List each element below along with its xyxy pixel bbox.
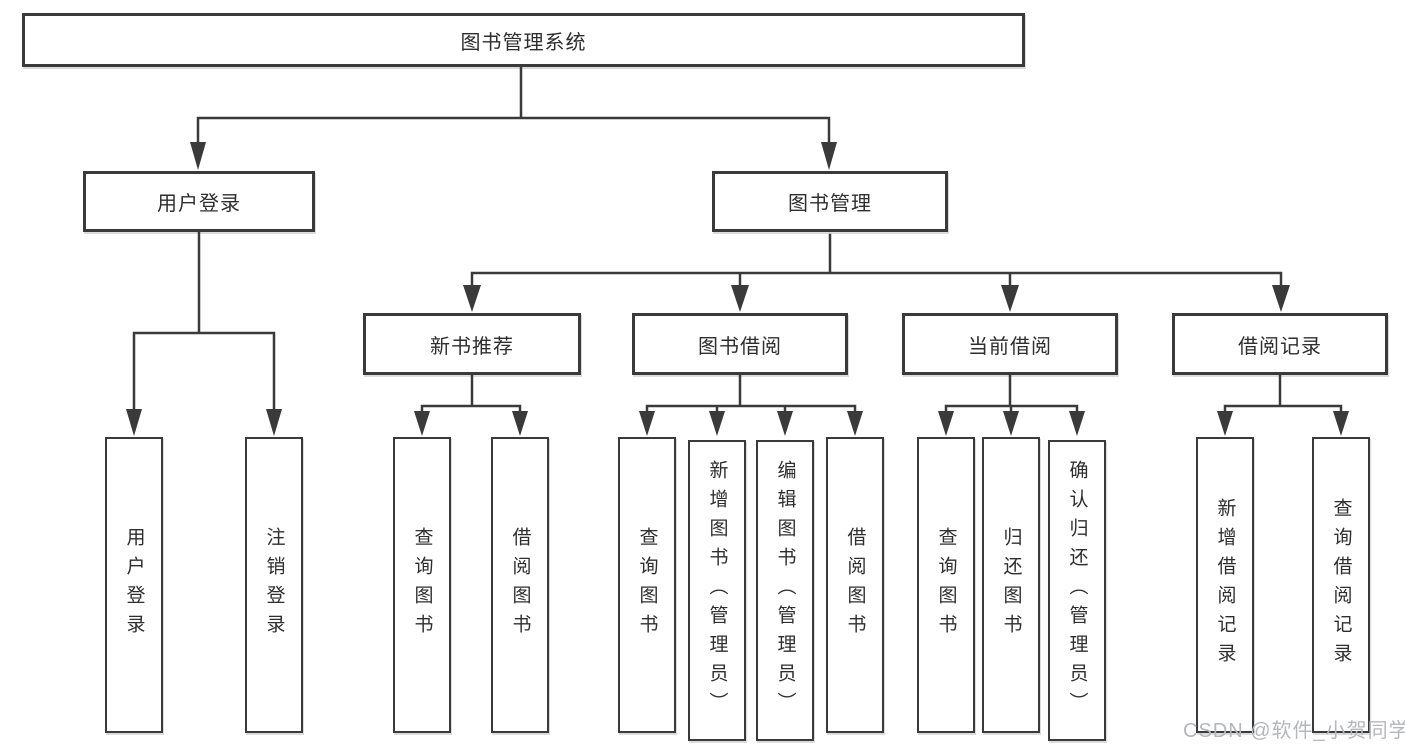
arrowhead-icon bbox=[1217, 411, 1233, 436]
leaf-edit-book-label: 编辑图书（管理员） bbox=[774, 460, 796, 721]
arrowhead-icon bbox=[1272, 285, 1290, 312]
arrowheads bbox=[126, 142, 1349, 436]
leaf-query-borrow-record-label: 查询借阅记录 bbox=[1330, 498, 1352, 672]
leaf-query-borrow-record: 查询借阅记录 bbox=[1312, 437, 1370, 733]
connector-new-book-children bbox=[420, 373, 522, 413]
leaf-confirm-return: 确认归还（管理员） bbox=[1048, 440, 1106, 741]
connector-root-to-level2 bbox=[196, 65, 831, 144]
leaf-add-book-label: 新增图书（管理员） bbox=[706, 460, 728, 721]
leaf-query-book-3: 查询图书 bbox=[917, 437, 975, 733]
node-book-borrow-label: 图书借阅 bbox=[698, 335, 782, 358]
leaf-borrow-book-1-label: 借阅图书 bbox=[509, 527, 531, 643]
node-new-book-recommend: 新书推荐 bbox=[363, 313, 581, 375]
arrowhead-icon bbox=[731, 285, 749, 312]
leaf-logout-label: 注销登录 bbox=[263, 527, 285, 643]
leaf-borrow-book-2: 借阅图书 bbox=[826, 437, 884, 733]
leaf-query-book-3-label: 查询图书 bbox=[935, 527, 957, 643]
node-book-borrow: 图书借阅 bbox=[632, 313, 848, 375]
leaf-add-borrow-record: 新增借阅记录 bbox=[1196, 437, 1254, 733]
leaf-borrow-book-2-label: 借阅图书 bbox=[844, 527, 866, 643]
connector-user-login-children bbox=[132, 230, 276, 411]
leaf-return-book: 归还图书 bbox=[982, 437, 1040, 733]
arrowhead-icon bbox=[463, 285, 481, 312]
arrowhead-icon bbox=[1333, 411, 1349, 436]
arrowhead-icon bbox=[190, 142, 206, 170]
leaf-query-book-2: 查询图书 bbox=[618, 437, 676, 733]
leaf-add-book: 新增图书（管理员） bbox=[688, 440, 746, 741]
connector-borrow-records-children bbox=[1223, 373, 1343, 413]
connector-current-borrow-children bbox=[944, 373, 1079, 413]
node-borrow-records-label: 借阅记录 bbox=[1238, 335, 1322, 358]
leaf-query-book-1: 查询图书 bbox=[393, 437, 451, 733]
leaf-user-login-label: 用户登录 bbox=[123, 527, 145, 643]
leaf-logout: 注销登录 bbox=[245, 437, 303, 733]
connector-book-management-children bbox=[470, 233, 1283, 287]
leaf-query-book-2-label: 查询图书 bbox=[636, 527, 658, 643]
node-current-borrow-label: 当前借阅 bbox=[968, 335, 1052, 358]
leaf-query-book-1-label: 查询图书 bbox=[411, 527, 433, 643]
arrowhead-icon bbox=[777, 411, 793, 436]
node-book-management-label: 图书管理 bbox=[788, 193, 872, 215]
leaf-confirm-return-label: 确认归还（管理员） bbox=[1066, 460, 1088, 721]
node-user-login-label: 用户登录 bbox=[157, 193, 241, 215]
node-borrow-records: 借阅记录 bbox=[1172, 313, 1388, 375]
node-user-login: 用户登录 bbox=[83, 171, 315, 232]
node-root: 图书管理系统 bbox=[22, 13, 1025, 67]
node-book-management: 图书管理 bbox=[712, 171, 948, 232]
arrowhead-icon bbox=[414, 411, 430, 436]
arrowhead-icon bbox=[709, 411, 725, 436]
leaf-user-login: 用户登录 bbox=[105, 437, 163, 733]
arrowhead-icon bbox=[639, 411, 655, 436]
arrowhead-icon bbox=[512, 411, 528, 436]
arrowhead-icon bbox=[266, 409, 282, 436]
arrowhead-icon bbox=[1001, 285, 1019, 312]
leaf-borrow-book-1: 借阅图书 bbox=[491, 437, 549, 733]
arrowhead-icon bbox=[1003, 411, 1019, 436]
arrowhead-icon bbox=[126, 409, 142, 436]
node-new-book-recommend-label: 新书推荐 bbox=[430, 335, 514, 358]
node-root-label: 图书管理系统 bbox=[460, 31, 587, 54]
csdn-watermark: CSDN @软件_小贺同学 bbox=[1183, 720, 1405, 742]
leaf-return-book-label: 归还图书 bbox=[1000, 527, 1022, 643]
leaf-edit-book: 编辑图书（管理员） bbox=[756, 440, 814, 741]
arrowhead-icon bbox=[847, 411, 863, 436]
connector-book-borrow-children bbox=[645, 373, 857, 413]
leaf-add-borrow-record-label: 新增借阅记录 bbox=[1214, 498, 1236, 672]
arrowhead-icon bbox=[821, 142, 837, 170]
node-current-borrow: 当前借阅 bbox=[902, 313, 1118, 375]
arrowhead-icon bbox=[938, 411, 954, 436]
arrowhead-icon bbox=[1069, 411, 1085, 436]
